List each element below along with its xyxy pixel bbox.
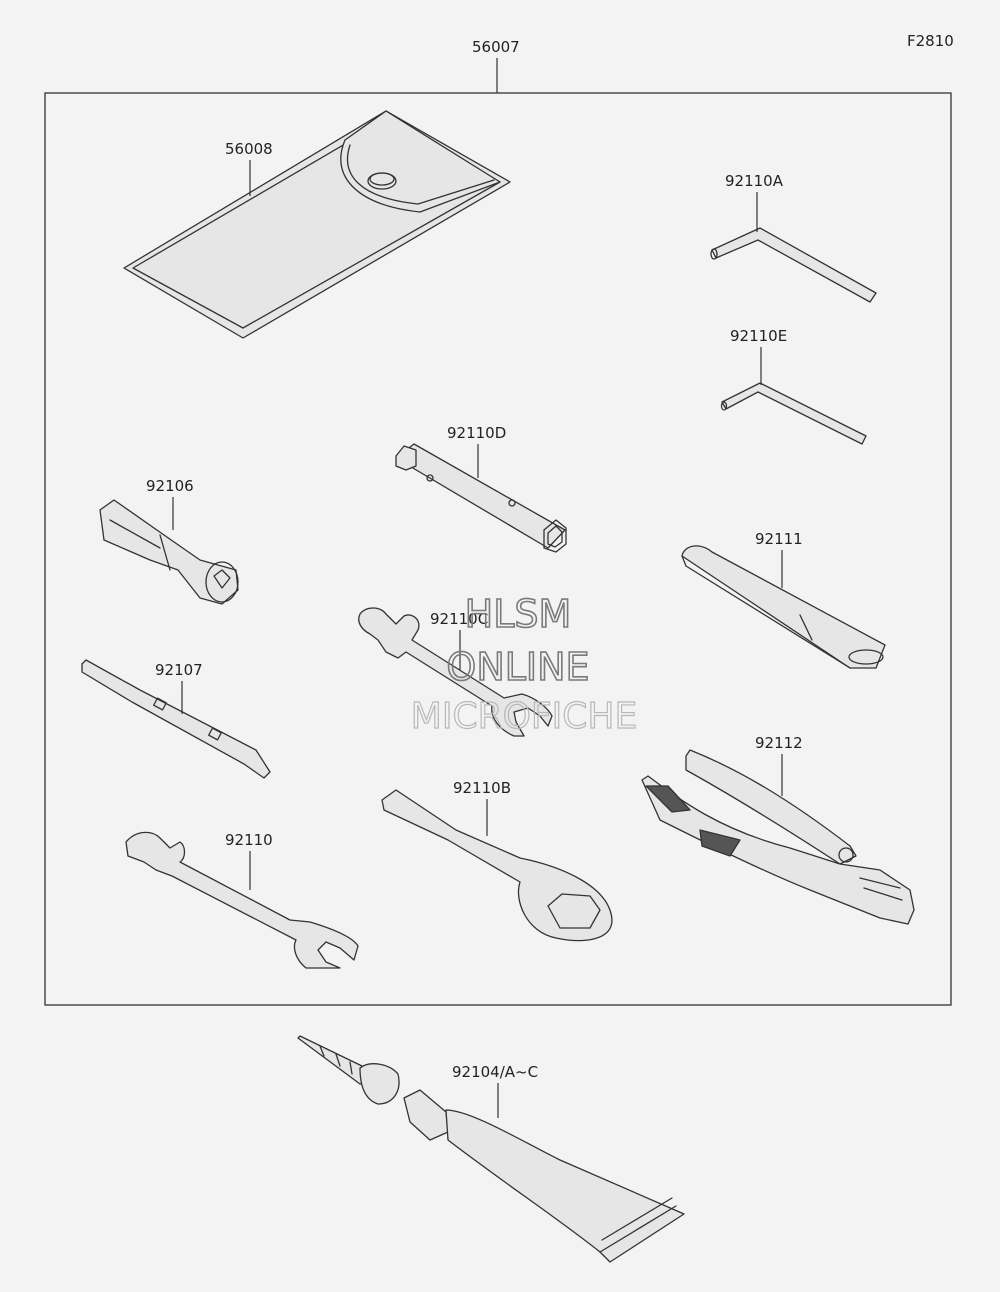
repair-tube-drawing[interactable]: [297, 1035, 685, 1263]
box-wrench-tube-drawing[interactable]: [395, 443, 567, 553]
label-hex-key-e: 92110E: [730, 327, 787, 345]
figure-code: F2810: [907, 32, 954, 50]
label-wrench: 92110: [225, 831, 273, 849]
wrench-drawing[interactable]: [125, 831, 359, 969]
label-pouch: 56008: [225, 140, 273, 158]
watermark-line1: HLSM: [465, 592, 572, 636]
pliers-drawing[interactable]: [641, 749, 915, 925]
watermark-line2: ONLINE: [446, 645, 589, 689]
label-ring-spanner: 92110B: [453, 779, 511, 797]
label-wrench-c: 92110C: [430, 610, 488, 628]
label-box-wrench-tube: 92110D: [447, 424, 506, 442]
kit-label: 56007: [472, 38, 520, 56]
extension-bar-drawing[interactable]: [681, 545, 886, 669]
wrench-c-drawing[interactable]: [358, 607, 553, 737]
label-driver-handle: 92106: [146, 477, 194, 495]
label-screwdriver: 92107: [155, 661, 203, 679]
label-extension-bar: 92111: [755, 530, 803, 548]
screwdriver-drawing[interactable]: [81, 659, 271, 779]
kit-frame: [44, 92, 952, 1006]
pouch-drawing[interactable]: [123, 110, 511, 339]
ring-spanner-drawing[interactable]: [381, 789, 613, 942]
label-repair-tube: 92104/A~C: [452, 1063, 538, 1081]
driver-handle-drawing[interactable]: [99, 499, 239, 605]
hex-key-a-drawing[interactable]: [710, 227, 877, 303]
label-hex-key-a: 92110A: [725, 172, 784, 190]
watermark-line3: MICROFICHE: [411, 696, 637, 737]
label-pliers: 92112: [755, 734, 803, 752]
hex-key-e-drawing[interactable]: [720, 382, 867, 445]
